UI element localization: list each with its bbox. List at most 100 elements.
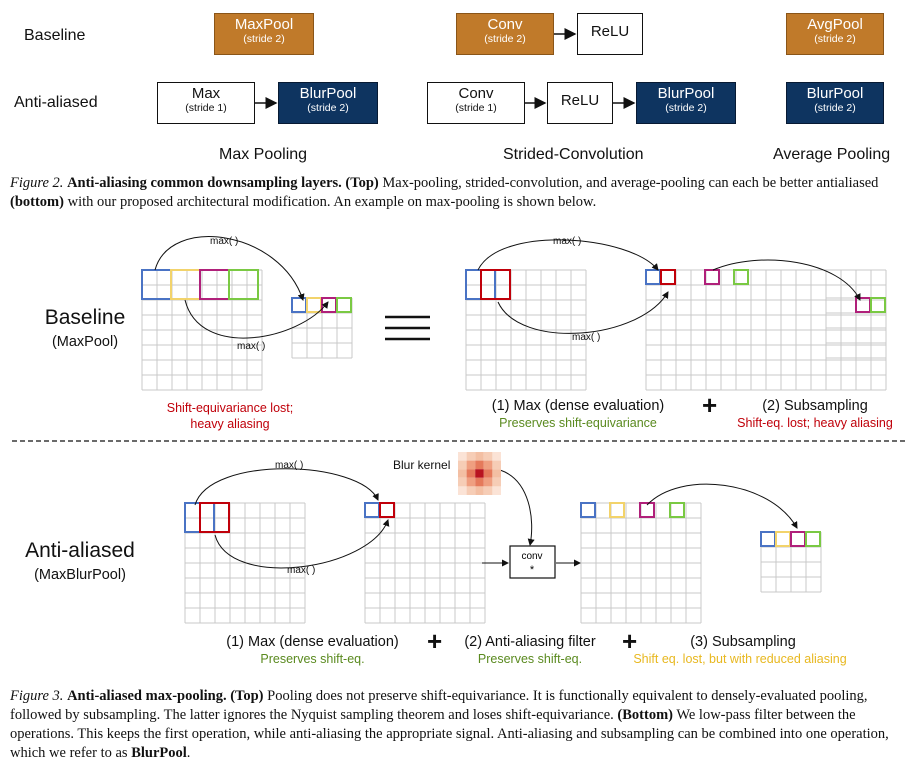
baseline-subtitle: (MaxPool) (51, 334, 119, 350)
row-label-anti-aliased: Anti-aliased (14, 94, 98, 111)
kernel-cell (466, 469, 476, 478)
blurpool3-title: BlurPool (806, 85, 864, 102)
out-cell-green-1 (336, 297, 352, 313)
fig3-caption-end: BlurPool (131, 745, 187, 761)
kernel-cell (458, 477, 467, 487)
figure3-caption: Figure 3. Anti-aliased max-pooling. (Top… (10, 687, 908, 763)
kernel-cell (483, 486, 493, 495)
relu-top-title: ReLU (590, 23, 630, 40)
anti-out-cell-magenta (790, 531, 806, 547)
anti-step-subsample: (3) Subsampling (690, 634, 796, 650)
kernel-cell (492, 477, 501, 487)
avgpool-title: AvgPool (807, 16, 863, 33)
conv-stride2-block: Conv (stride 2) (456, 13, 554, 55)
anti-step-max: (1) Max (dense evaluation) (226, 634, 399, 650)
max-label-1: max( ) (210, 236, 239, 247)
blur-kernel-label: Blur kernel (393, 458, 451, 472)
fig3-caption-bottom: (Bottom) (617, 707, 673, 723)
kernel-cell (466, 486, 476, 495)
curve-arrow-dense-1 (477, 239, 659, 271)
anti-step-filter: (2) Anti-aliasing filter (464, 634, 596, 650)
anti-step-filter-note: Preserves shift-eq. (477, 652, 583, 666)
avgpool-block: AvgPool (stride 2) (786, 13, 884, 55)
kernel-cell (466, 460, 476, 470)
kernel-cell (483, 469, 493, 478)
anti-filtered-cell-green (669, 502, 685, 518)
curve-arrow-baseline-1 (154, 236, 305, 301)
kernel-cell (492, 460, 501, 470)
equivalence-symbol (385, 315, 430, 341)
out-cell-blue-1 (291, 297, 307, 313)
fig3-caption-text2: We low-pass filter between the operation… (10, 707, 889, 761)
col-label-strided-conv: Strided-Convolution (503, 146, 644, 163)
kernel-cell (475, 452, 484, 461)
grid-dense-output (645, 269, 887, 391)
grid-dense-input (465, 269, 587, 391)
anti-window-red (199, 502, 230, 533)
fig3-caption-text1: Pooling does not preserve shift-equivari… (10, 688, 868, 723)
fig2-caption-text1: Max-pooling, strided-convolution, and av… (378, 175, 879, 191)
dense-window-red (480, 269, 511, 300)
anti-dense-cell-red (379, 502, 395, 518)
fig3-caption-label: Figure 3. (10, 688, 64, 704)
grid-anti-dense (364, 502, 486, 624)
relu-bot-title: ReLU (560, 92, 600, 109)
sample-cell-magenta (704, 269, 720, 285)
kernel-cell (483, 452, 493, 461)
plus-sign-2: + (427, 626, 443, 656)
blurpool3-sub: (stride 2) (814, 102, 856, 114)
max-label-4: max( ) (572, 332, 601, 343)
out-cell-magenta-1 (321, 297, 337, 313)
step-subsampling-note: Shift-eq. lost; heavy aliasing (737, 416, 893, 430)
anti-step-subsample-note: Shift eq. lost, but with reduced aliasin… (633, 652, 847, 666)
kernel-cell (458, 469, 467, 478)
curve-arrow-anti-2 (214, 519, 390, 569)
anti-filtered-cell-yellow (609, 502, 625, 518)
blurpool-block-2: BlurPool (stride 2) (636, 82, 736, 124)
fig2-caption-bottom: (bottom) (10, 194, 64, 210)
curve-arrow-baseline-2 (184, 299, 329, 339)
out-cell-yellow-1 (306, 297, 322, 313)
blurpool2-sub: (stride 2) (665, 102, 707, 114)
conv-top-title: Conv (487, 16, 523, 33)
anti-out-cell-blue (760, 531, 776, 547)
conv-stride1-block: Conv (stride 1) (427, 82, 525, 124)
anti-filtered-cell-blue (580, 502, 596, 518)
row-label-baseline: Baseline (24, 27, 86, 44)
blurpool1-title: BlurPool (299, 85, 357, 102)
baseline-note-1: Shift-equivariance lost; (166, 401, 294, 415)
curve-arrow-subsample (712, 259, 861, 301)
fig2-caption-label: Figure 2. (10, 175, 64, 191)
fig3-caption-bold: Anti-aliased max-pooling. (67, 688, 227, 704)
kernel-cell (466, 452, 476, 461)
curve-arrow-anti-1 (194, 468, 379, 506)
max-bot-title: Max (191, 85, 221, 102)
conv-label: conv (521, 551, 542, 562)
blurpool1-sub: (stride 2) (307, 102, 349, 114)
anti-aliased-subtitle: (MaxBlurPool) (34, 567, 126, 583)
dense-cell-red (660, 269, 676, 285)
pool-window-green-1 (228, 269, 259, 300)
col-label-avg-pooling: Average Pooling (773, 146, 891, 163)
max-label-3: max( ) (553, 236, 582, 247)
step-subsampling: (2) Subsampling (762, 398, 868, 414)
kernel-cell (458, 460, 467, 470)
fig3-caption-period: . (186, 745, 191, 761)
blurpool-block-1: BlurPool (stride 2) (278, 82, 378, 124)
anti-aliased-title: Anti-aliased (25, 539, 135, 562)
blurpool2-title: BlurPool (657, 85, 715, 102)
fig3-diagram: conv * (12, 236, 905, 624)
baseline-title: Baseline (44, 306, 126, 329)
fig2-arrows (255, 28, 636, 109)
anti-step-max-note: Preserves shift-eq. (260, 652, 365, 666)
kernel-cell (483, 460, 493, 470)
max-label-6: max( ) (287, 565, 316, 576)
anti-out-cell-green (805, 531, 821, 547)
figure2-caption: Figure 2. Anti-aliasing common downsampl… (10, 174, 908, 212)
fig2-caption-top: (Top) (345, 175, 379, 191)
kernel-cell (458, 452, 467, 461)
anti-filtered-cell-magenta (639, 502, 655, 518)
max-bot-sub: (stride 1) (185, 102, 227, 114)
step-max-dense: (1) Max (dense evaluation) (491, 398, 665, 414)
conv-star: * (530, 564, 535, 576)
